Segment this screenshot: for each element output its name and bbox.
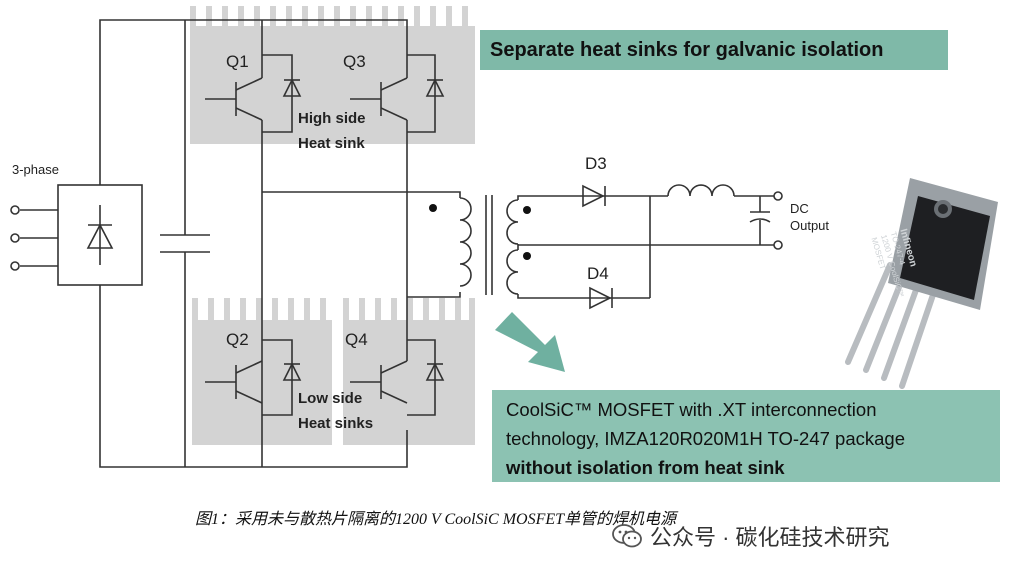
q1-label: Q1 (226, 52, 249, 71)
banner-bottom-line3: without isolation from heat sink (506, 457, 785, 478)
pointer-arrow (495, 312, 565, 372)
high-side-line1: High side (298, 110, 366, 127)
circuit-diagram (10, 6, 998, 468)
q3-label: Q3 (343, 52, 366, 71)
polarity-dots (429, 204, 531, 260)
to247-package-image (845, 178, 998, 389)
high-side-line2: Heat sink (298, 135, 365, 152)
high-side-heat-sink (190, 6, 475, 144)
figure-caption: 图1：采用未与散热片隔离的1200 V CoolSiC MOSFET单管的焊机电… (195, 511, 677, 528)
dc-output-line1: DC (790, 201, 809, 216)
high-side-label: High side Heat sink (298, 106, 366, 156)
banner-bottom-line1: CoolSiC™ MOSFET with .XT interconnection (506, 399, 877, 420)
three-phase-label: 3-phase (12, 162, 59, 177)
banner-bottom-line2: technology, IMZA120R020M1H TO-247 packag… (506, 428, 906, 449)
banner-top-text: Separate heat sinks for galvanic isolati… (490, 39, 884, 61)
q4-label: Q4 (345, 330, 368, 349)
dc-output-line2: Output (790, 218, 830, 233)
watermark-text: 公众号 · 碳化硅技术研究 (650, 525, 890, 550)
d3-label: D3 (585, 154, 607, 173)
wiring (10, 19, 783, 468)
banner-bottom: CoolSiC™ MOSFET with .XT interconnection… (492, 390, 1000, 482)
banner-top: Separate heat sinks for galvanic isolati… (480, 30, 948, 70)
low-side-line2: Heat sinks (298, 415, 374, 432)
low-side-label: Low side Heat sinks (298, 386, 373, 436)
wechat-icon (612, 524, 642, 548)
low-side-line1: Low side (298, 390, 363, 407)
dc-output-label: DC Output (790, 200, 829, 234)
d4-label: D4 (587, 264, 609, 283)
q2-label: Q2 (226, 330, 249, 349)
watermark: 公众号 · 碳化硅技术研究 (612, 520, 890, 552)
